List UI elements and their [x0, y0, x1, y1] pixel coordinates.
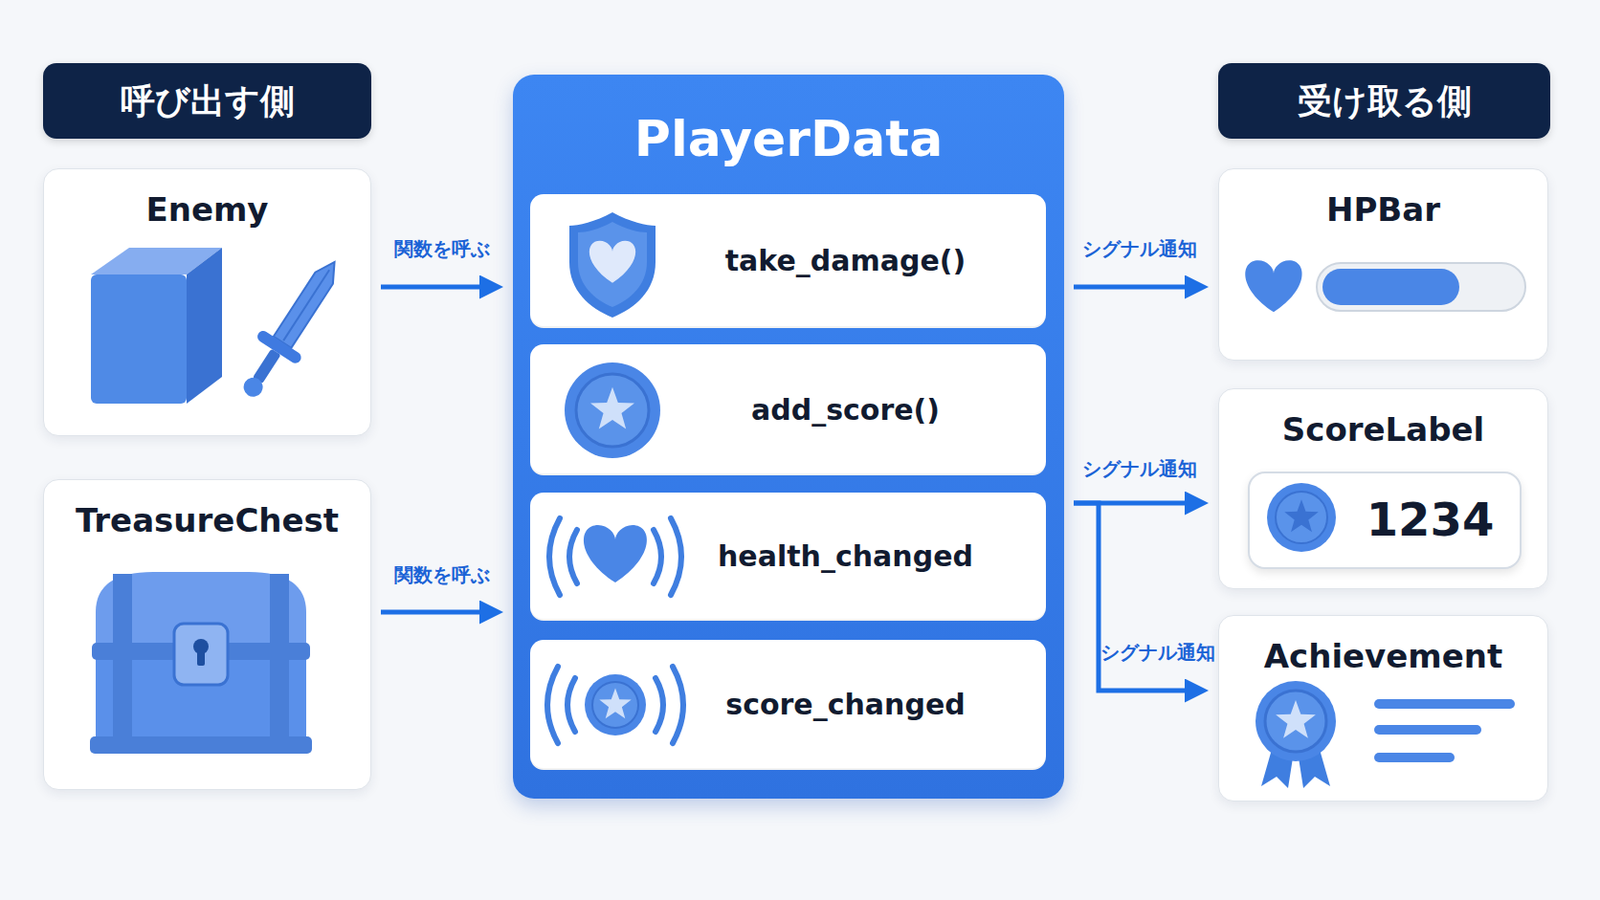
achievement-badge-icon [1255, 681, 1515, 789]
edge-label: シグナル通知 [1082, 456, 1198, 483]
section-header: 受け取る側 [1218, 63, 1551, 139]
node-title: HPBar [1219, 190, 1548, 230]
member-row: add_score() [530, 344, 1046, 476]
edge-label: シグナル通知 [1082, 236, 1198, 263]
connector-arrow [1073, 285, 1190, 290]
connector-arrow [380, 285, 485, 290]
edge-label: 関数を呼ぶ [394, 562, 490, 589]
node-title: TreasureChest [44, 501, 371, 541]
node-title: PlayerData [512, 109, 1065, 169]
sword-icon [226, 248, 356, 410]
class-box: PlayerData take_damage() add_score()health… [512, 74, 1065, 800]
signal-heart-icon [549, 518, 682, 596]
member-row: take_damage() [530, 194, 1046, 329]
component-card: TreasureChest [43, 479, 372, 791]
member-row: health_changed [530, 492, 1046, 622]
node-title: Achievement [1219, 637, 1548, 677]
edge-label: シグナル通知 [1100, 640, 1216, 667]
connector-arrow [1073, 503, 1190, 691]
score-display: 1234 [1247, 471, 1522, 570]
coin-icon [564, 362, 661, 459]
score-coin-icon [1266, 483, 1336, 553]
node-title: 1234 [1366, 492, 1495, 549]
component-card: Achievement [1218, 615, 1549, 802]
shield-icon [569, 212, 656, 318]
signal-star-icon [547, 666, 684, 744]
connector-arrow [1073, 501, 1190, 507]
section-header: 呼び出す側 [43, 63, 372, 139]
treasure-chest-icon [89, 572, 312, 755]
component-card: HPBar [1218, 168, 1549, 361]
node-title: add_score() [751, 393, 940, 428]
node-title: Enemy [44, 190, 371, 230]
cube-icon [90, 247, 223, 404]
node-title: score_changed [725, 688, 965, 723]
component-card: ScoreLabel 1234 [1218, 388, 1549, 590]
component-card: Enemy [43, 168, 372, 437]
hp-bar-illustration [1244, 260, 1526, 312]
edge-label: 関数を呼ぶ [394, 236, 490, 263]
member-row: score_changed [530, 640, 1046, 771]
node-title: health_changed [717, 539, 974, 575]
node-title: 受け取る側 [1297, 80, 1472, 122]
connector-arrow [380, 610, 485, 616]
node-title: 呼び出す側 [120, 80, 295, 122]
node-title: ScoreLabel [1219, 410, 1548, 450]
node-title: take_damage() [725, 244, 967, 279]
